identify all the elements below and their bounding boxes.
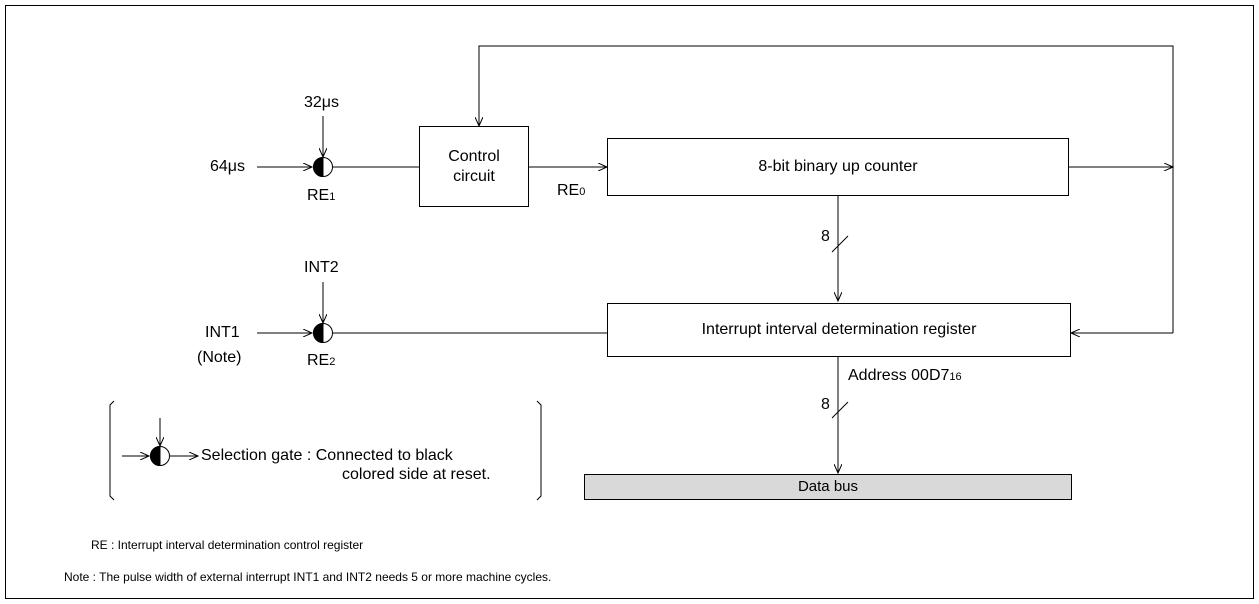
int2-label: INT2 [304, 259, 339, 276]
wire-feedback [479, 45, 1174, 333]
counter-block: 8-bit binary up counter [607, 138, 1069, 196]
address-label: Address 00D716 [848, 367, 962, 386]
selection-gate-re2 [313, 322, 333, 344]
re0-main: RE [557, 182, 580, 199]
data-bus-label: Data bus [797, 478, 859, 495]
bus-slash-bottom [831, 401, 849, 419]
selection-gate-re1 [313, 156, 333, 178]
register-block: Interrupt interval determination registe… [607, 303, 1071, 357]
control-label-line2: circuit [453, 167, 495, 185]
control-circuit-block: Control circuit [419, 126, 529, 207]
legend-selection-gate-icon [150, 445, 170, 467]
int1-note-label: (Note) [197, 349, 242, 366]
clock-32us-label: 32μs [304, 94, 340, 111]
re2-label: RE2 [307, 352, 335, 371]
legend-bracket-right [536, 400, 542, 501]
control-label-line1: Control [448, 147, 500, 165]
int1-label: INT1 [205, 324, 240, 341]
diagram-frame [5, 5, 1254, 599]
bus-width-bottom-label: 8 [821, 396, 830, 413]
legend-bracket-left [109, 400, 115, 501]
re1-label: RE1 [307, 187, 335, 206]
re2-sub: 2 [329, 356, 336, 368]
legend-line2: colored side at reset. [342, 466, 491, 483]
re1-main: RE [307, 187, 330, 204]
re2-main: RE [307, 352, 330, 369]
data-bus-block: Data bus [584, 474, 1072, 500]
re-note: RE : Interrupt interval determination co… [91, 538, 364, 552]
address-main: Address 00D7 [848, 367, 950, 384]
bus-slash-top [831, 235, 849, 253]
counter-label: 8-bit binary up counter [758, 158, 918, 175]
register-label: Interrupt interval determination registe… [701, 321, 977, 338]
clock-64us-label: 64μs [210, 158, 246, 175]
re0-sub: 0 [579, 186, 586, 198]
re1-sub: 1 [329, 191, 336, 203]
pulse-note: Note : The pulse width of external inter… [64, 570, 552, 584]
re0-label: RE0 [557, 182, 585, 201]
bus-width-top-label: 8 [821, 228, 830, 245]
address-sub: 16 [949, 371, 962, 383]
legend-line1: Selection gate : Connected to black [201, 447, 453, 464]
